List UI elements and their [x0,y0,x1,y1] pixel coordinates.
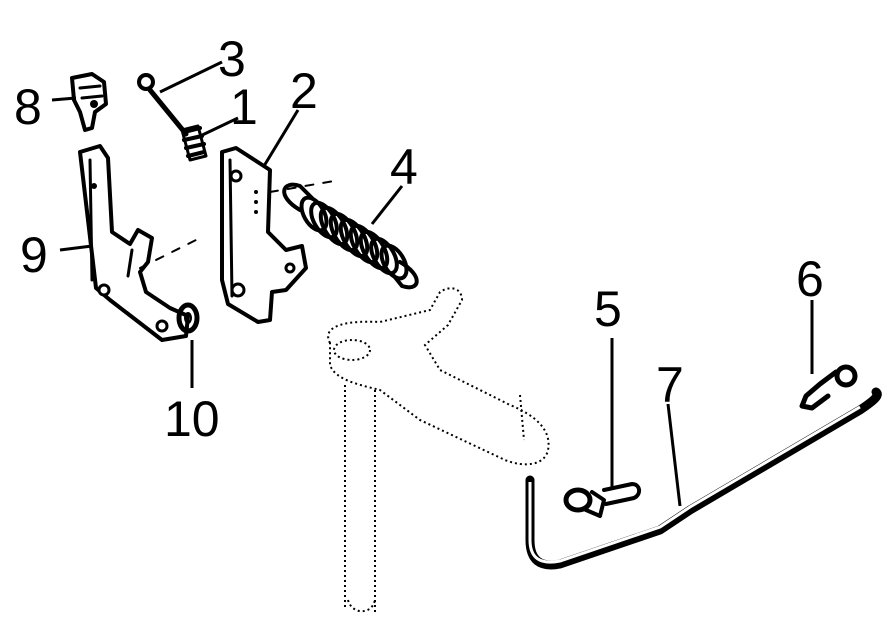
callout-2: 2 [290,63,318,119]
leader-2 [262,109,300,167]
part-9-bracket [78,144,190,342]
leader-7 [666,403,682,507]
part-3-bolt [137,73,189,137]
leader-1 [195,116,239,140]
callout-7: 7 [656,357,684,413]
callout-labels: 1 2 3 4 5 6 7 8 9 10 [14,31,824,447]
pivot-arm-phantom [327,287,550,613]
leader-4 [370,185,404,225]
part-4-spring [282,182,419,290]
part-7-rod [525,387,882,570]
leader-8 [51,96,77,102]
part-1-nut [180,124,208,162]
callout-1: 1 [230,79,258,135]
part-8-clip [70,72,108,132]
callout-5: 5 [594,281,622,337]
leader-3 [159,60,223,94]
leader-lines [51,60,814,507]
part-2-plate [220,146,308,324]
leader-9 [59,244,93,252]
callout-3: 3 [218,31,246,87]
callout-10: 10 [164,391,220,447]
part-6-connector [799,364,858,411]
callout-4: 4 [390,139,418,195]
part-10-washer [176,302,200,334]
part-5-clip [563,482,641,518]
callout-6: 6 [796,251,824,307]
callout-8: 8 [14,79,42,135]
callout-9: 9 [20,227,48,283]
